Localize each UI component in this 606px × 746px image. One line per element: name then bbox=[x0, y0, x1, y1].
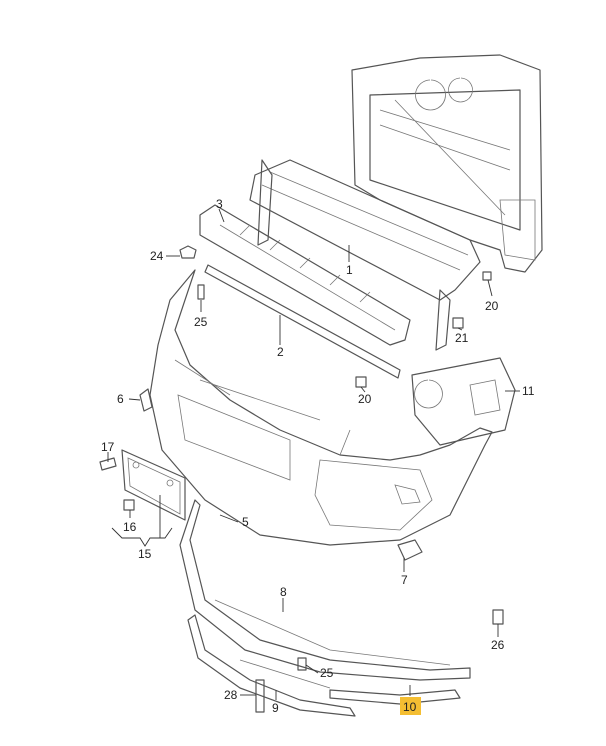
licence-plate-holder bbox=[121, 449, 186, 521]
label-part-28[interactable]: 28 bbox=[224, 688, 238, 702]
impact-bar bbox=[249, 159, 481, 351]
tow-hook-cover bbox=[397, 539, 423, 561]
label-part-7[interactable]: 7 bbox=[401, 573, 408, 587]
bumper-cover bbox=[149, 269, 493, 546]
label-part-20[interactable]: 20 bbox=[485, 299, 499, 313]
label-part-9[interactable]: 9 bbox=[272, 701, 279, 715]
label-part-11[interactable]: 11 bbox=[522, 384, 535, 398]
trim-strip bbox=[187, 614, 461, 717]
label-part-16[interactable]: 16 bbox=[123, 520, 137, 534]
label-part-17[interactable]: 17 bbox=[101, 440, 115, 454]
label-part-26[interactable]: 26 bbox=[491, 638, 505, 652]
label-part-20-mid[interactable]: 20 bbox=[358, 392, 372, 406]
label-part-1[interactable]: 1 bbox=[346, 263, 353, 277]
side-bracket bbox=[411, 357, 516, 446]
part-10-highlight bbox=[400, 697, 421, 715]
label-part-5[interactable]: 5 bbox=[242, 515, 249, 529]
label-part-21[interactable]: 21 bbox=[455, 331, 469, 345]
label-part-8[interactable]: 8 bbox=[280, 585, 287, 599]
label-part-6[interactable]: 6 bbox=[117, 392, 124, 406]
part-labels: 3 1 24 25 2 20 21 6 20 11 17 16 15 5 7 8… bbox=[101, 197, 535, 715]
label-part-24[interactable]: 24 bbox=[150, 249, 164, 263]
label-part-3[interactable]: 3 bbox=[216, 197, 223, 211]
label-part-15[interactable]: 15 bbox=[138, 547, 152, 561]
fasteners bbox=[99, 245, 504, 713]
lower-grille bbox=[179, 499, 471, 681]
bumper-strip bbox=[204, 264, 401, 379]
leader-lines bbox=[107, 208, 520, 700]
label-part-25-bottom[interactable]: 25 bbox=[320, 666, 334, 680]
label-part-2[interactable]: 2 bbox=[277, 345, 284, 359]
radiator-support-frame bbox=[351, 54, 543, 273]
label-part-10[interactable]: 10 bbox=[403, 700, 417, 714]
label-part-25[interactable]: 25 bbox=[194, 315, 208, 329]
energy-absorber bbox=[199, 204, 411, 346]
